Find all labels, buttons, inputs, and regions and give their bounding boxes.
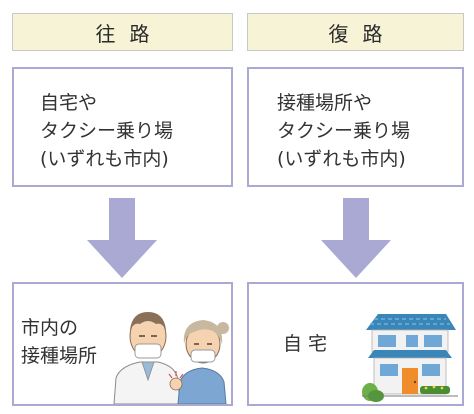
outbound-to-text: 市内の 接種場所 [21,317,98,367]
outbound-arrow-shape [87,198,157,278]
outbound-down-arrow [87,198,157,278]
return-arrow-shape [321,198,391,278]
outbound-header: 往路 [12,13,233,51]
return-header-label: 復路 [328,21,397,46]
house-illustration [362,314,458,402]
outbound-from-box: 自宅や タクシー乗り場 (いずれも市内) [12,67,233,187]
doctor-and-patient-illustration [113,312,229,404]
return-from-box: 接種場所や タクシー乗り場 (いずれも市内) [247,67,464,187]
return-down-arrow [321,198,391,278]
outbound-header-label: 往路 [95,21,164,46]
return-header: 復路 [247,13,464,51]
return-from-text: 接種場所や タクシー乗り場 (いずれも市内) [277,92,411,170]
return-to-text: 自 宅 [283,333,328,355]
outbound-from-text: 自宅や タクシー乗り場 (いずれも市内) [40,92,174,170]
